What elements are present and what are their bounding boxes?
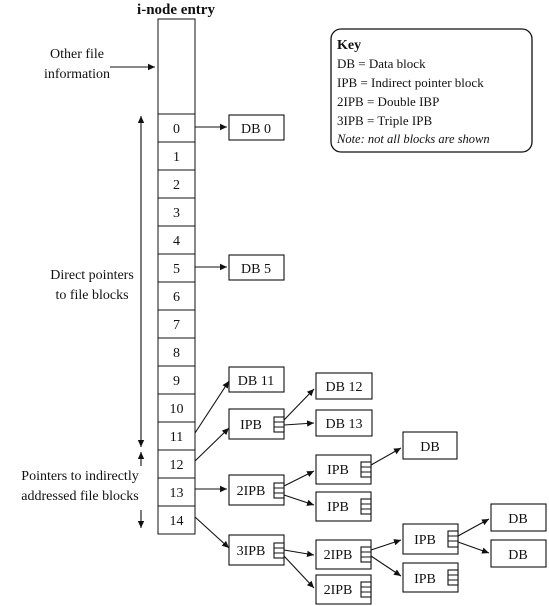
block-ipb-c-label: IPB xyxy=(327,500,349,515)
block-ipb-d: IPB xyxy=(402,523,459,555)
slot-label: 2 xyxy=(173,178,180,193)
block-2ipb-a-label: 2IPB xyxy=(237,484,266,499)
inode-entry-title: i-node entry xyxy=(137,2,215,18)
block-db-b-label: DB xyxy=(508,512,527,527)
direct-label-line2: to file blocks xyxy=(55,288,128,303)
key-line-db: DB = Data block xyxy=(337,56,426,71)
key-box xyxy=(330,28,533,153)
block-db12-label: DB 12 xyxy=(326,380,363,395)
key-line-3ipb: 3IPB = Triple IPB xyxy=(337,113,432,128)
key-line-ipb: IPB = Indirect pointer block xyxy=(337,75,484,90)
block-2ipb-c-label: 2IPB xyxy=(324,583,353,598)
arrow-2ipb-b-ipb-e xyxy=(370,555,402,577)
block-2ipb-b: 2IPB xyxy=(315,539,372,570)
block-ipb-d-label: IPB xyxy=(414,533,436,548)
block-2ipb-a: 2IPB xyxy=(228,474,285,506)
arrow-3ipb-2ipb-b xyxy=(283,549,315,558)
block-db12: DB 12 xyxy=(315,372,373,400)
block-ipb-b-label: IPB xyxy=(327,463,349,478)
slot-cell xyxy=(157,309,196,339)
block-db5-label: DB 5 xyxy=(241,262,271,277)
slot-cell xyxy=(157,421,196,451)
slot-label: 7 xyxy=(173,318,180,333)
arrow-ipb-db12 xyxy=(283,388,315,421)
slot-cell xyxy=(157,225,196,255)
slot-label: 0 xyxy=(173,122,180,137)
other-info-label-line1: Other file xyxy=(50,47,104,62)
block-db-c-label: DB xyxy=(508,548,527,563)
slot-cell xyxy=(157,393,196,423)
block-db11: DB 11 xyxy=(228,366,285,393)
slot-label: 10 xyxy=(170,402,184,417)
block-db-a-label: DB xyxy=(420,440,439,455)
slot-cell xyxy=(157,449,196,479)
indirect-label-line2: addressed file blocks xyxy=(21,489,138,504)
block-db13-label: DB 13 xyxy=(326,417,363,432)
block-db13: DB 13 xyxy=(315,409,373,437)
slot-label: 13 xyxy=(170,486,184,501)
arrow-slot12-ipb xyxy=(194,427,230,462)
slot-label: 3 xyxy=(173,206,180,221)
arrow-2ipb-b-ipb-d xyxy=(370,539,402,551)
slot-label: 5 xyxy=(173,262,180,277)
block-3ipb-label: 3IPB xyxy=(237,544,266,559)
direct-label-line1: Direct pointers xyxy=(50,268,134,283)
slot-label: 6 xyxy=(173,290,180,305)
slot-label: 14 xyxy=(170,514,184,529)
block-ipb-b: IPB xyxy=(315,454,372,485)
slot-cell xyxy=(157,365,196,395)
slot-label: 12 xyxy=(170,458,184,473)
block-2ipb-b-label: 2IPB xyxy=(324,548,353,563)
slot-label: 8 xyxy=(173,346,180,361)
slot-cell xyxy=(157,253,196,283)
key-title: Key xyxy=(337,38,361,53)
slot-cell xyxy=(157,337,196,367)
slot-label: 4 xyxy=(173,234,180,249)
block-ipb-e: IPB xyxy=(402,562,459,593)
slot-cell xyxy=(157,505,196,535)
block-2ipb-c: 2IPB xyxy=(315,574,372,605)
slot-label: 9 xyxy=(173,374,180,389)
block-db5: DB 5 xyxy=(228,254,285,281)
arrow-ipb-d-db-c xyxy=(457,541,490,554)
indirect-label-line1: Pointers to indirectly xyxy=(21,469,138,484)
slot-cell xyxy=(157,477,196,507)
key-line-2ipb: 2IPB = Double IBP xyxy=(337,94,439,109)
block-db-a: DB xyxy=(402,431,458,460)
arrow-ipb-d-db-b xyxy=(457,518,490,537)
arrow-ipb-b-db xyxy=(370,447,402,466)
arrow-3ipb-2ipb-c xyxy=(283,555,315,589)
block-ipb-a: IPB xyxy=(228,408,285,440)
arrow-slot14-3ipb xyxy=(194,516,230,549)
block-db-c: DB xyxy=(490,539,547,568)
other-info-label-line2: information xyxy=(44,67,110,82)
slot-cell xyxy=(157,281,196,311)
key-note: Note: not all blocks are shown xyxy=(336,132,490,146)
slot-label: 1 xyxy=(173,150,180,165)
slot-label: 11 xyxy=(170,430,183,445)
block-db0-label: DB 0 xyxy=(241,122,271,137)
block-ipb-e-label: IPB xyxy=(414,572,436,587)
block-db-b: DB xyxy=(490,503,547,532)
arrow-ipb-db13 xyxy=(283,420,315,427)
arrow-2ipb-ipb-c xyxy=(283,494,315,506)
block-3ipb: 3IPB xyxy=(228,534,285,566)
slot-cell xyxy=(157,141,196,171)
arrow-2ipb-ipb-b xyxy=(283,470,315,487)
block-ipb-a-label: IPB xyxy=(240,418,262,433)
arrow-slot11-db11 xyxy=(194,380,230,434)
other-info-cell xyxy=(157,18,196,115)
block-db0: DB 0 xyxy=(228,114,285,141)
block-db11-label: DB 11 xyxy=(238,374,274,389)
block-ipb-c: IPB xyxy=(315,491,372,522)
